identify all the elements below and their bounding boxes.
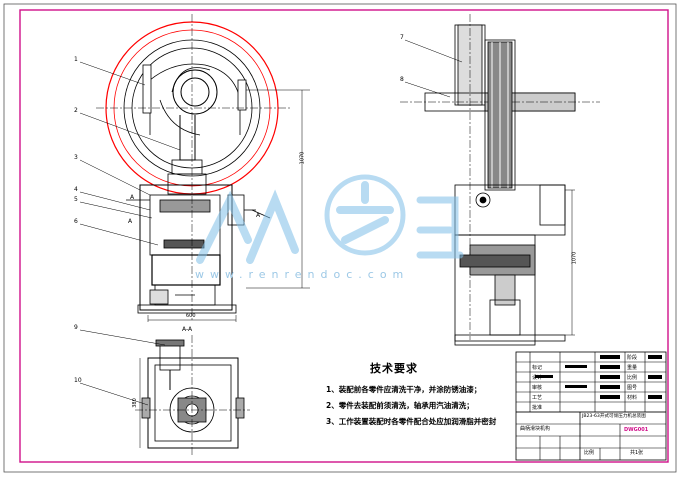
callout-7: 7 [400,34,404,41]
drawing-code: DWG001 [624,427,649,433]
front-view [79,14,310,322]
section-label-aa: A-A [182,326,193,333]
tb-right-3: 图号 [627,385,638,391]
tb-right-1: 重量 [627,365,638,371]
tb-right-2: 比例 [627,375,638,381]
callout-6: 6 [74,218,78,225]
tech-item-1: 1、装配前各零件应清洗干净，并涂防锈油漆； [326,385,482,394]
tech-item-3: 3、工作装置装配时各零件配合处应加润滑脂并密封 [326,417,497,426]
inner-frame [19,9,669,463]
scale-label: 比例 [584,450,595,456]
watermark-url: www.renrendoc.com [195,268,410,281]
tb-right-0: 阶段 [627,355,638,361]
callout-1: 1 [74,56,78,63]
tech-item-2: 2、零件去装配前须清洗，轴承用汽油清洗； [326,401,474,410]
section-label-a-right: A [256,212,261,219]
outer-border [3,3,677,473]
tb-row-3: 工艺 [532,395,543,401]
dim-height-right: 1070 [571,251,578,265]
drawing-title: JB23-63开式可倾压力机总装图 [582,414,646,419]
tb-row-2: 审核 [532,385,543,391]
sheet-label: 共1张 [630,450,644,456]
side-view [400,14,600,346]
callout-3: 3 [74,154,78,161]
callout-5: 5 [74,196,78,203]
dim-width: 600 [186,313,196,319]
section-label-a-left: A [128,218,133,225]
drawing-title-line2: 曲柄滑块机构 [520,426,551,432]
section-aa-view [79,329,250,455]
dim-height: 1070 [299,151,306,165]
dim-width-bottom: 380 [131,398,138,408]
callout-9: 9 [74,324,78,331]
callout-4: 4 [74,186,78,193]
tb-row-4: 批准 [532,405,543,411]
callout-10: 10 [74,377,82,384]
tech-requirements-title: 技术要求 [370,362,418,375]
tb-right-4: 材料 [627,395,638,401]
title-block [515,351,667,461]
callout-2: 2 [74,107,78,114]
tb-row-1: 设计 [532,375,543,381]
watermark [196,174,464,264]
callout-8: 8 [400,76,404,83]
tb-row-0: 标记 [532,365,543,371]
section-label-a-arrow: A [130,194,135,201]
